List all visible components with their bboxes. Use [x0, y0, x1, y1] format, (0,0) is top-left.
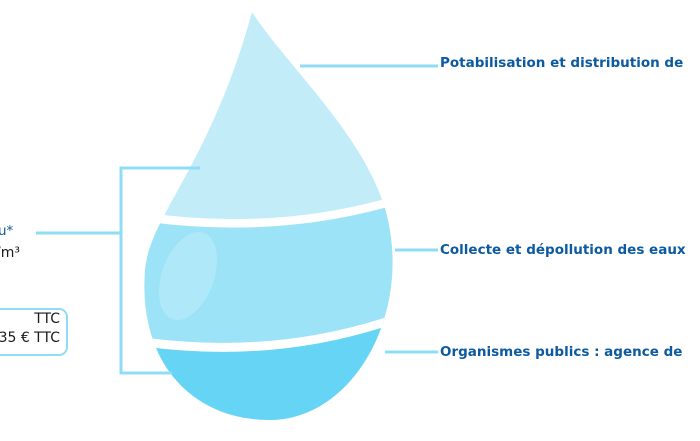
label-potabilisation: Potabilisation et distribution de: [440, 55, 684, 71]
left-title-fragment: u*: [0, 223, 14, 239]
left-unit-fragment: /m³: [0, 245, 20, 261]
price-box: TTC 35 € TTC: [0, 308, 68, 356]
price-line-2: 35 € TTC: [0, 330, 60, 346]
drop-highlight: [158, 231, 218, 321]
label-collecte: Collecte et dépollution des eaux: [440, 242, 686, 258]
price-line-1: TTC: [34, 311, 60, 327]
label-organismes: Organismes publics : agence de: [440, 344, 683, 360]
connector-lines: [36, 64, 438, 375]
